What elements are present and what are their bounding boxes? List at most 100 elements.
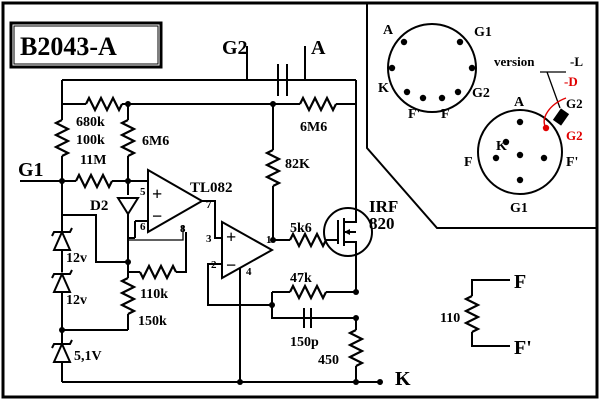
socket-bottom-g2: G2	[566, 96, 583, 111]
zener-12v-2-bar	[51, 269, 73, 279]
heater-wire-top	[471, 279, 510, 296]
mosfet-source	[344, 241, 357, 256]
opamp1-minus: −	[152, 206, 162, 226]
junction-node	[353, 289, 359, 295]
title-box-inner	[13, 25, 159, 65]
title-box	[9, 21, 163, 69]
socket-panel-border	[366, 3, 597, 229]
r680k-label: 680k	[76, 115, 105, 130]
opamp-1	[147, 168, 205, 234]
title-text: B2043-A	[20, 32, 117, 61]
socket-pin	[438, 94, 446, 102]
wire-opamp1-out	[202, 200, 222, 239]
k-terminal	[377, 379, 383, 385]
junction-node	[237, 379, 243, 385]
opamp2-minus: −	[226, 255, 236, 275]
socket-top-f2: F	[441, 107, 450, 122]
pin5-label: 5	[140, 186, 146, 198]
resistor-6m6-left	[119, 119, 137, 157]
version-d-pointer	[543, 97, 567, 129]
junction-node	[270, 237, 276, 243]
r5k6-label: 5k6	[290, 221, 312, 236]
junction-node	[125, 178, 131, 184]
r6m6-left-label: 6M6	[142, 134, 169, 149]
opamp1-plus: +	[152, 184, 162, 204]
socket-bottom-g2-red: G2	[566, 128, 583, 143]
socket-pin	[516, 151, 524, 159]
r82k-label: 82K	[285, 157, 310, 172]
socket-top-g2: G2	[472, 86, 490, 101]
socket-pin	[540, 154, 548, 162]
opamp-2	[221, 220, 275, 280]
g2-label: G2	[222, 37, 248, 59]
zener-5v1	[52, 341, 72, 363]
socket-bottom-g1: G1	[510, 201, 528, 216]
version-d-label: -D	[564, 74, 578, 89]
wire-feedback-rc	[271, 292, 356, 319]
resistor-450	[347, 329, 365, 367]
socket-pin	[468, 64, 476, 72]
z12v-2-label: 12v	[66, 293, 87, 308]
junction-node	[59, 178, 65, 184]
socket-pin	[492, 154, 500, 162]
resistor-110k	[139, 263, 177, 281]
junction-node	[269, 302, 275, 308]
socket-bottom-outline	[477, 109, 563, 195]
d2-label: D2	[90, 198, 108, 214]
r150k-label: 150k	[138, 314, 167, 329]
socket-pin	[516, 118, 524, 126]
resistor-82k	[264, 149, 282, 187]
c150p-label: 150p	[290, 335, 319, 350]
socket-key	[552, 108, 570, 126]
socket-top-g1: G1	[474, 25, 492, 40]
socket-bottom-f: F	[464, 155, 473, 170]
resistor-100k	[53, 119, 71, 157]
socket-top-k: K	[378, 81, 389, 96]
heater-wire-bottom	[471, 332, 510, 347]
socket-top-f1: F'	[408, 107, 420, 122]
z5v1-label: 5,1V	[74, 349, 102, 364]
mosfet-drain	[344, 208, 357, 223]
r110k-label: 110k	[140, 287, 168, 302]
irf-label: IRF	[369, 197, 398, 216]
k-label: K	[395, 368, 411, 390]
socket-pin	[403, 88, 411, 96]
socket-pin	[388, 64, 396, 72]
r100k-label: 100k	[76, 133, 105, 148]
wire-pin2-feedback	[207, 263, 272, 306]
resistor-6m6-right	[299, 95, 337, 113]
socket-pin	[400, 38, 408, 46]
diode-d2	[116, 197, 140, 216]
socket-bottom-a: A	[514, 95, 525, 110]
version-label: version	[494, 54, 535, 69]
version-l-label: -L	[570, 54, 583, 69]
heater-f: F	[514, 271, 526, 293]
opamp2-plus: +	[226, 227, 236, 247]
pin1-label: 1	[266, 234, 272, 246]
pin3-label: 3	[206, 233, 212, 245]
pin4-label: 4	[246, 266, 252, 278]
socket-bottom-f-prime: F'	[566, 155, 578, 170]
wire-110k	[176, 232, 187, 273]
r11m-label: 11M	[80, 153, 106, 168]
mosfet-irf820	[323, 207, 373, 257]
heater-f-prime: F'	[514, 337, 532, 359]
pin6-label: 6	[140, 221, 146, 233]
r47k-label: 47k	[290, 271, 312, 286]
socket-top-a: A	[383, 23, 394, 38]
resistor-47k	[289, 283, 327, 301]
pin7-label: 7	[206, 199, 212, 211]
r450-label: 450	[318, 353, 339, 368]
wire-pin8	[128, 225, 184, 241]
tl082-label: TL082	[190, 180, 233, 196]
socket-bottom-k: K	[496, 139, 507, 154]
irf-num-label: 820	[369, 214, 395, 233]
resistor-680k	[85, 95, 123, 113]
wire-zener-top	[62, 214, 128, 263]
r6m6-right-label: 6M6	[300, 120, 327, 135]
g1-label: G1	[18, 159, 44, 181]
resistor-11m	[75, 172, 113, 190]
socket-pin	[456, 38, 464, 46]
